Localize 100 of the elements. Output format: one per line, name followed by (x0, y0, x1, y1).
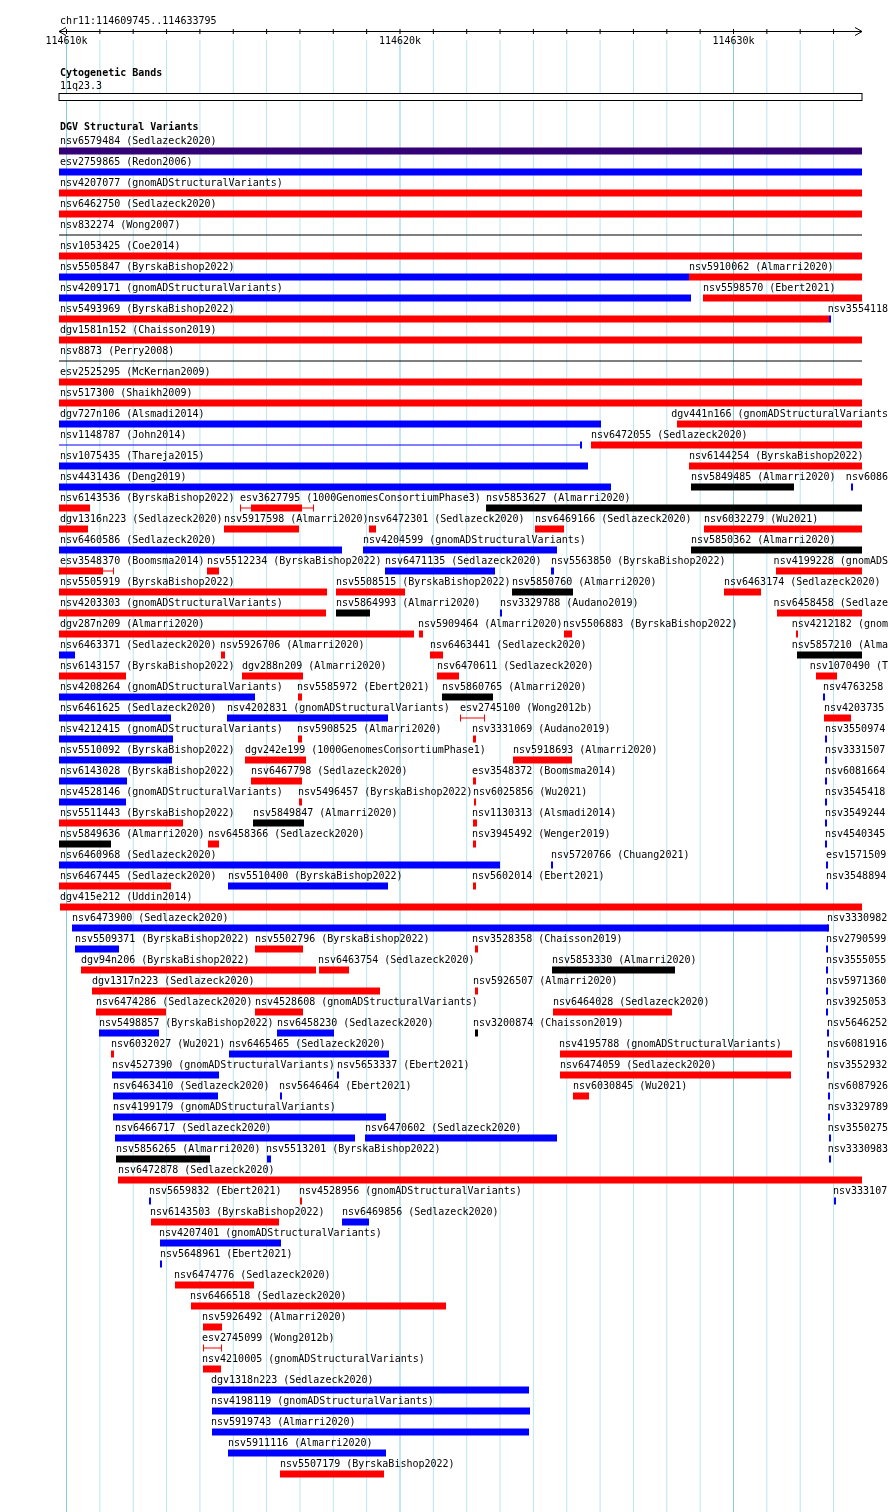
variant-label: nsv3550974 (825, 722, 886, 734)
variant-label: nsv4199179 (gnomADStructuralVariants) (113, 1100, 336, 1112)
variant-label: nsv6458366 (Sedlazeck2020) (208, 827, 365, 839)
variant-label: nsv4210005 (gnomADStructuralVariants) (202, 1352, 425, 1364)
variant-label: nsv3330983 (827, 1142, 888, 1154)
variant-label: nsv5508515 (ByrskaBishop2022) (336, 575, 511, 587)
variant-label: nsv4209171 (gnomADStructuralVariants) (60, 281, 283, 293)
ruler-tick-label: 114620k (379, 35, 422, 46)
variant-label: esv3548370 (Boomsma2014) (60, 554, 205, 566)
variant-label: nsv5511443 (ByrskaBishop2022) (60, 806, 235, 818)
variant-label: nsv6460586 (Sedlazeck2020) (60, 533, 217, 545)
variant-label: dgv288n209 (Almarri2020) (242, 659, 387, 671)
variant-label: esv2759865 (Redon2006) (60, 155, 193, 167)
variant-label: nsv5602014 (Ebert2021) (472, 869, 605, 881)
variant-label: nsv6472878 (Sedlazeck2020) (118, 1163, 275, 1175)
variant-label: nsv3545418 (825, 785, 886, 797)
variant-label: nsv4431436 (Deng2019) (60, 470, 187, 482)
variant-label: nsv5496457 (ByrskaBishop2022) (298, 785, 473, 797)
variant-label: nsv3554118 (827, 302, 888, 314)
variant-label: nsv5864993 (Almarri2020) (336, 596, 481, 608)
variant-label: nsv5720766 (Chuang2021) (551, 848, 690, 860)
variant-label: nsv5918693 (Almarri2020) (513, 743, 658, 755)
variant-label: nsv3528358 (Chaisson2019) (472, 932, 623, 944)
variant-label: nsv1070490 (T (809, 659, 888, 671)
variant-label: nsv5502796 (ByrskaBishop2022) (255, 932, 430, 944)
variant-label: nsv6458230 (Sedlazeck2020) (277, 1016, 434, 1028)
variant-label: nsv6579484 (Sedlazeck2020) (60, 134, 217, 146)
variant-label: nsv4207401 (gnomADStructuralVariants) (159, 1226, 382, 1238)
variant-label: nsv5563850 (ByrskaBishop2022) (551, 554, 726, 566)
variant-label: nsv5509371 (ByrskaBishop2022) (75, 932, 250, 944)
locus-label: chr11:114609745..114633795 (60, 15, 217, 26)
track-title: Cytogenetic Bands (60, 67, 163, 78)
variant-label: nsv4195788 (gnomADStructuralVariants) (559, 1037, 782, 1049)
variant-label: esv3627795 (1000GenomesConsortiumPhase3) (240, 491, 481, 503)
variant-label: nsv6143536 (ByrskaBishop2022) (60, 491, 235, 503)
variant-label: nsv6470602 (Sedlazeck2020) (365, 1121, 522, 1133)
variant-label: nsv6466717 (Sedlazeck2020) (115, 1121, 272, 1133)
variant-label: nsv333107 (833, 1184, 888, 1196)
variant-label: nsv6464028 (Sedlazeck2020) (553, 995, 710, 1007)
variant-label: nsv6463174 (Sedlazeck2020) (724, 575, 881, 587)
variant-label: nsv6462750 (Sedlazeck2020) (60, 197, 217, 209)
variant-label: dgv242e199 (1000GenomesConsortiumPhase1) (245, 743, 486, 755)
variant-label: nsv3330982 (827, 911, 888, 923)
variant-label: nsv4212182 (gnom (791, 617, 888, 629)
variant-label: nsv6025856 (Wu2021) (473, 785, 588, 797)
variant-label: nsv5853627 (Almarri2020) (486, 491, 631, 503)
variant-label: nsv6030845 (Wu2021) (573, 1079, 688, 1091)
variant-label: nsv6086 (845, 470, 888, 482)
variant-label: nsv3331069 (Audano2019) (472, 722, 611, 734)
variant-label: esv2525295 (McKernan2009) (60, 365, 211, 377)
ruler-tick-label: 114610k (45, 35, 88, 46)
variant-label: nsv6458458 (Sedlaze (773, 596, 888, 608)
variant-label: nsv6472301 (Sedlazeck2020) (368, 512, 525, 524)
variant-label: nsv3329788 (Audano2019) (500, 596, 639, 608)
variant-label: nsv6471135 (Sedlazeck2020) (385, 554, 542, 566)
track-title: DGV Structural Variants (60, 121, 199, 132)
variant-label: nsv6081916 (827, 1037, 888, 1049)
variant-label: nsv6032279 (Wu2021) (704, 512, 819, 524)
band-label: 11q23.3 (60, 80, 103, 91)
variant-label: nsv6143503 (ByrskaBishop2022) (150, 1205, 325, 1217)
variant-label: nsv1053425 (Coe2014) (60, 239, 181, 251)
variant-label: nsv4199228 (gnomADS (773, 554, 888, 566)
variant-label: nsv4212415 (gnomADStructuralVariants) (60, 722, 283, 734)
variant-label: nsv5585972 (Ebert2021) (297, 680, 430, 692)
variant-label: nsv5857210 (Alma (791, 638, 888, 650)
variant-label: dgv441n166 (gnomADStructuralVariants (671, 407, 888, 419)
variant-label: esv2745099 (Wong2012b) (202, 1331, 335, 1343)
variant-label: esv1571509 (826, 848, 887, 860)
variant-label: nsv5850362 (Almarri2020) (691, 533, 836, 545)
variant-label: nsv6087926 (827, 1079, 888, 1091)
variant-label: nsv5653337 (Ebert2021) (337, 1058, 470, 1070)
variant-label: dgv94n206 (ByrskaBishop2022) (81, 953, 250, 965)
variant-label: nsv5853330 (Almarri2020) (552, 953, 697, 965)
variant-label: nsv832274 (Wong2007) (60, 218, 181, 230)
variant-label: nsv6463754 (Sedlazeck2020) (318, 953, 475, 965)
variant-label: dgv1317n223 (Sedlazeck2020) (92, 974, 255, 986)
variant-label: nsv5598570 (Ebert2021) (703, 281, 836, 293)
variant-label: nsv6467798 (Sedlazeck2020) (251, 764, 408, 776)
variant-label: dgv1318n223 (Sedlazeck2020) (211, 1373, 374, 1385)
variant-label: nsv3925053 (826, 995, 887, 1007)
variant-label: nsv6474286 (Sedlazeck2020) (96, 995, 253, 1007)
variant-label: nsv6032027 (Wu2021) (111, 1037, 226, 1049)
variant-label: nsv3555055 (826, 953, 887, 965)
variant-label: nsv517300 (Shaikh2009) (60, 386, 193, 398)
variant-label: nsv6474059 (Sedlazeck2020) (560, 1058, 717, 1070)
variant-label: nsv6143028 (ByrskaBishop2022) (60, 764, 235, 776)
variant-label: nsv5908525 (Almarri2020) (297, 722, 442, 734)
variant-label: nsv4208264 (gnomADStructuralVariants) (60, 680, 283, 692)
variant-label: nsv6463371 (Sedlazeck2020) (60, 638, 217, 650)
variant-label: nsv5856265 (Almarri2020) (116, 1142, 261, 1154)
variant-label: nsv1130313 (Alsmadi2014) (472, 806, 617, 818)
variant-label: nsv5911116 (Almarri2020) (228, 1436, 373, 1448)
variant-label: nsv3945492 (Wenger2019) (472, 827, 611, 839)
variant-label: nsv6474776 (Sedlazeck2020) (174, 1268, 331, 1280)
variant-label: nsv5971360 (826, 974, 887, 986)
variant-label: nsv6463410 (Sedlazeck2020) (113, 1079, 270, 1091)
variant-label: nsv6473900 (Sedlazeck2020) (72, 911, 229, 923)
variant-label: nsv3200874 (Chaisson2019) (473, 1016, 624, 1028)
variant-label: nsv5493969 (ByrskaBishop2022) (60, 302, 235, 314)
variant-label: nsv5909464 (Almarri2020) (418, 617, 563, 629)
